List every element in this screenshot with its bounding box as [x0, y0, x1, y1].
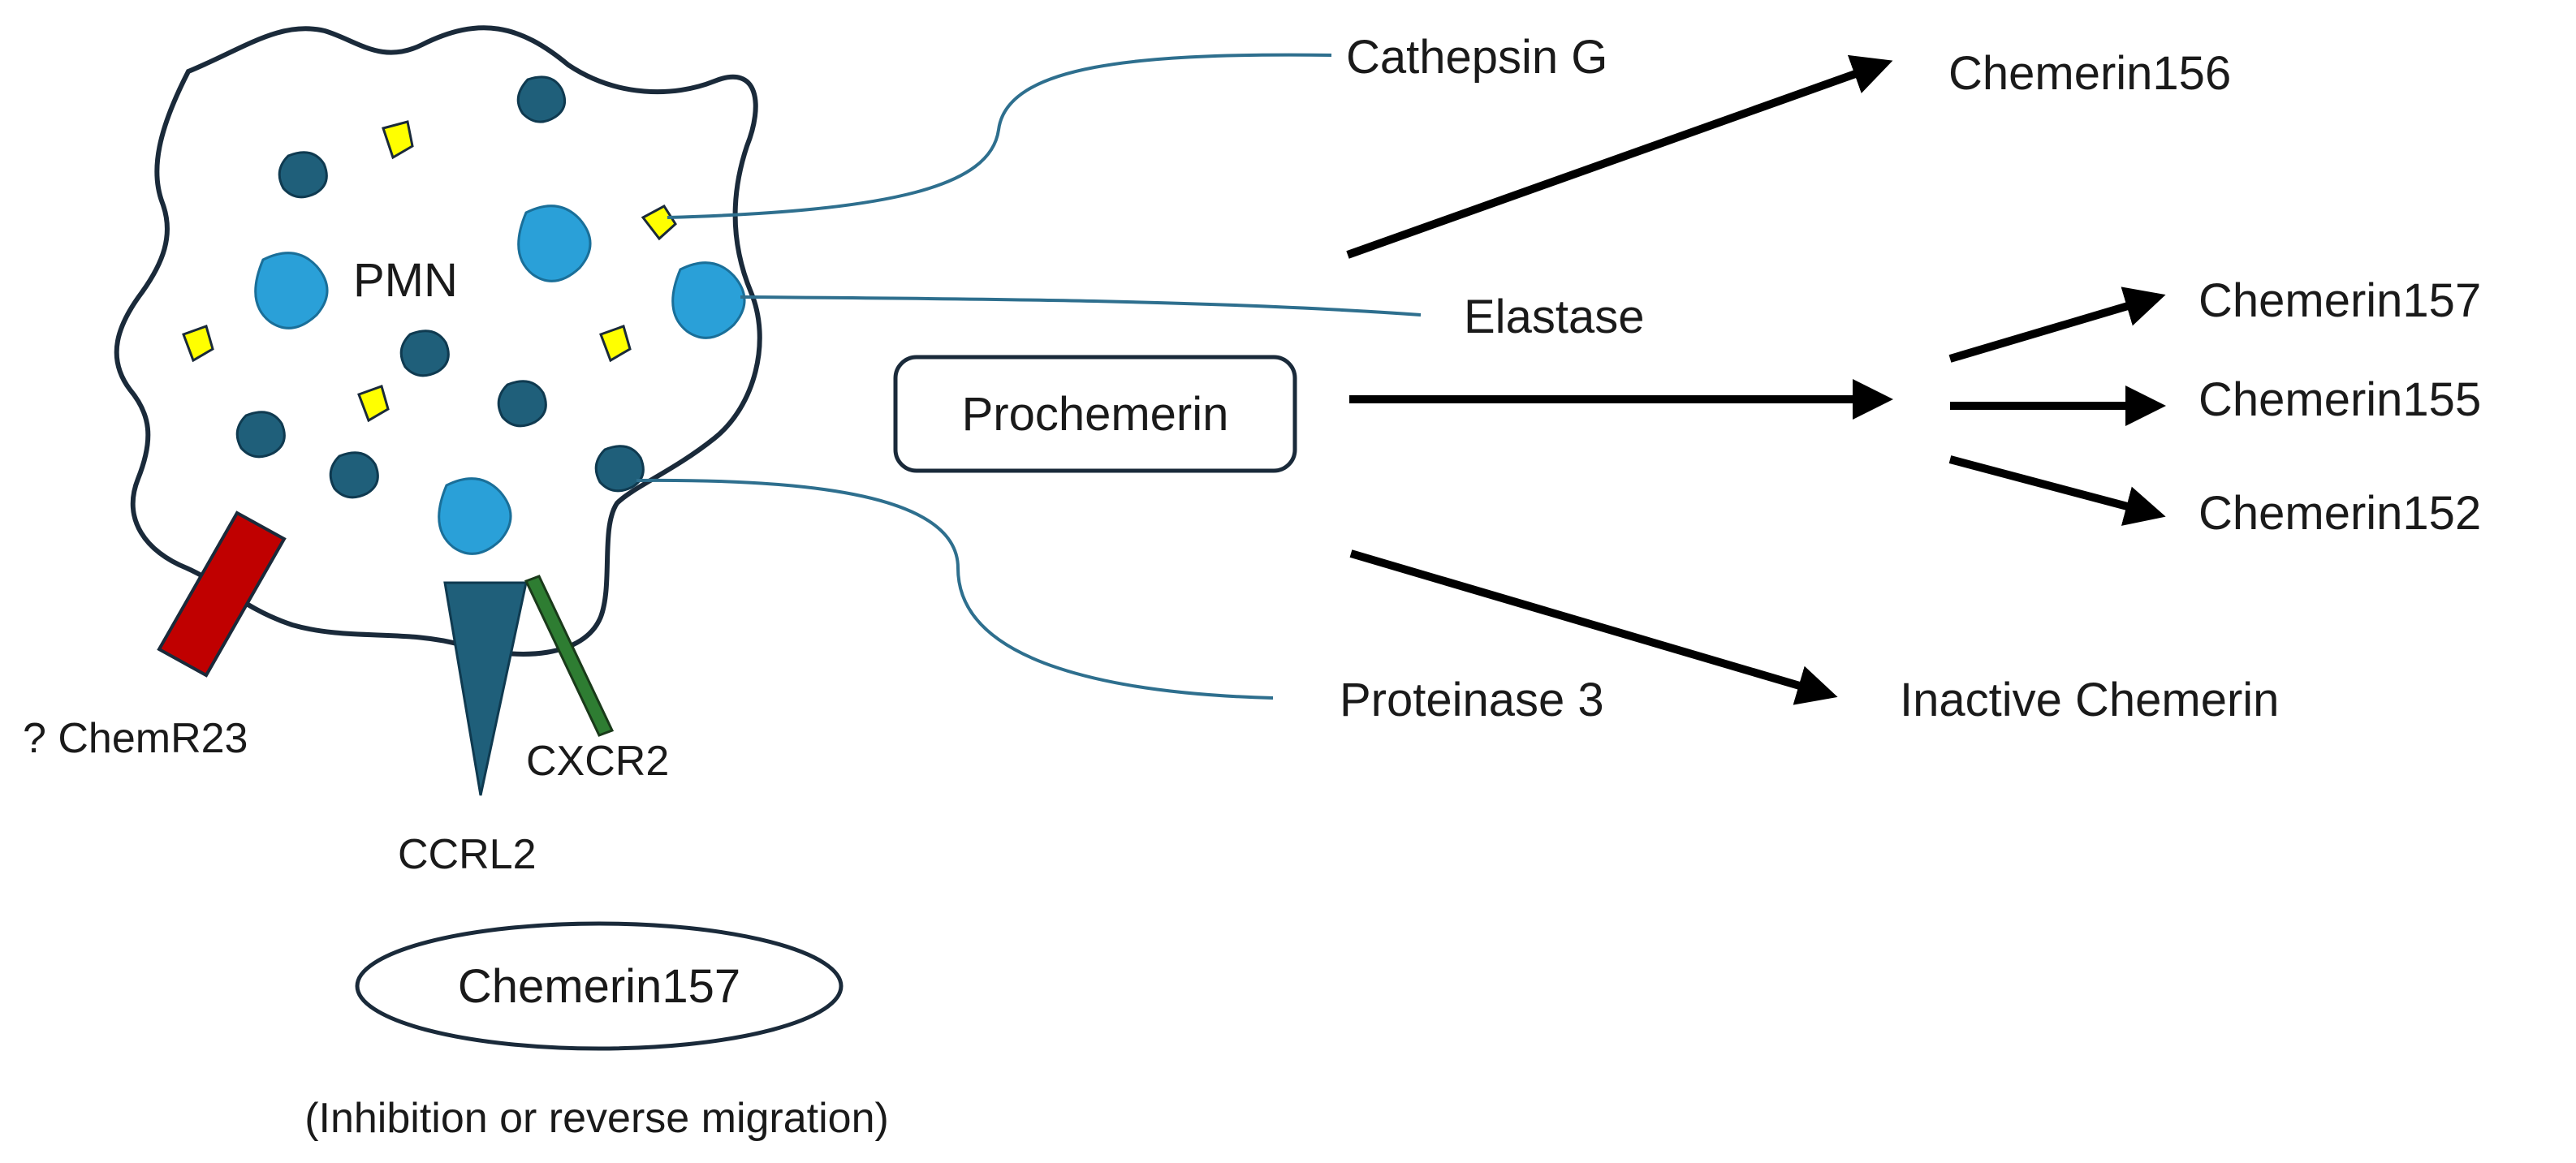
inactive-chemerin-label: Inactive Chemerin	[1900, 674, 2279, 726]
chemerin157-ellipse	[355, 921, 844, 1051]
effect-caption: (Inhibition or reverse migration)	[304, 1095, 889, 1142]
elastase-connector	[740, 295, 1422, 317]
chemerin156-label: Chemerin156	[1948, 47, 2231, 100]
dark-granule	[594, 445, 645, 493]
light-granules	[254, 205, 746, 555]
dark-granule	[516, 75, 567, 123]
cathepsin-g-label: Cathepsin G	[1346, 31, 1607, 84]
ccrl2-receptor	[443, 581, 528, 796]
light-granule	[671, 261, 746, 339]
chemr23-receptor	[157, 510, 287, 678]
elastase-label: Elastase	[1464, 291, 1644, 343]
chemerin152-arrow	[1948, 455, 2166, 526]
cxcr2-label: CXCR2	[526, 738, 669, 785]
chemerin157-effect: Chemerin157	[355, 921, 844, 1051]
proteinase-arrow	[1349, 549, 1838, 705]
yellow-granule	[382, 120, 414, 160]
prochemerin-frame	[893, 355, 1297, 473]
receptors: ? ChemR23 CCRL2 CXCR2	[23, 510, 669, 878]
chemerin157-arrow	[1948, 286, 2166, 363]
dark-granule	[235, 411, 286, 459]
dark-granule	[399, 330, 450, 377]
prochemerin-box: Prochemerin	[893, 355, 1297, 473]
chemerin157-effect-label: Chemerin157	[458, 960, 740, 1013]
yellow-granules	[182, 120, 677, 423]
yellow-granule	[599, 325, 632, 363]
proteinase-3-label: Proteinase 3	[1340, 674, 1604, 726]
light-granule	[438, 477, 512, 555]
chemerin155-label: Chemerin155	[2198, 373, 2481, 426]
pmn-cell: PMN	[114, 25, 762, 657]
yellow-granule	[357, 385, 390, 423]
light-granule	[254, 252, 329, 330]
prochemerin-label: Prochemerin	[962, 388, 1229, 441]
connectors	[636, 53, 1422, 700]
arrows	[1346, 54, 2166, 705]
proteinase-connector	[636, 478, 1274, 700]
chemerin152-label: Chemerin152	[2198, 487, 2481, 540]
cathepsin-arrow	[1346, 54, 1893, 259]
cathepsin-connector	[667, 53, 1332, 219]
yellow-granule	[182, 325, 214, 363]
dark-granules	[235, 75, 645, 499]
dark-granule	[278, 151, 328, 199]
yellow-granule	[641, 205, 677, 241]
dark-granule	[329, 451, 379, 499]
dark-granule	[497, 380, 547, 428]
cxcr2-receptor	[524, 575, 615, 737]
ccrl2-label: CCRL2	[398, 831, 537, 878]
chemerin157-label: Chemerin157	[2198, 274, 2481, 327]
chemr23-label: ? ChemR23	[23, 715, 248, 762]
pmn-label: PMN	[353, 254, 458, 307]
light-granule	[517, 205, 592, 282]
